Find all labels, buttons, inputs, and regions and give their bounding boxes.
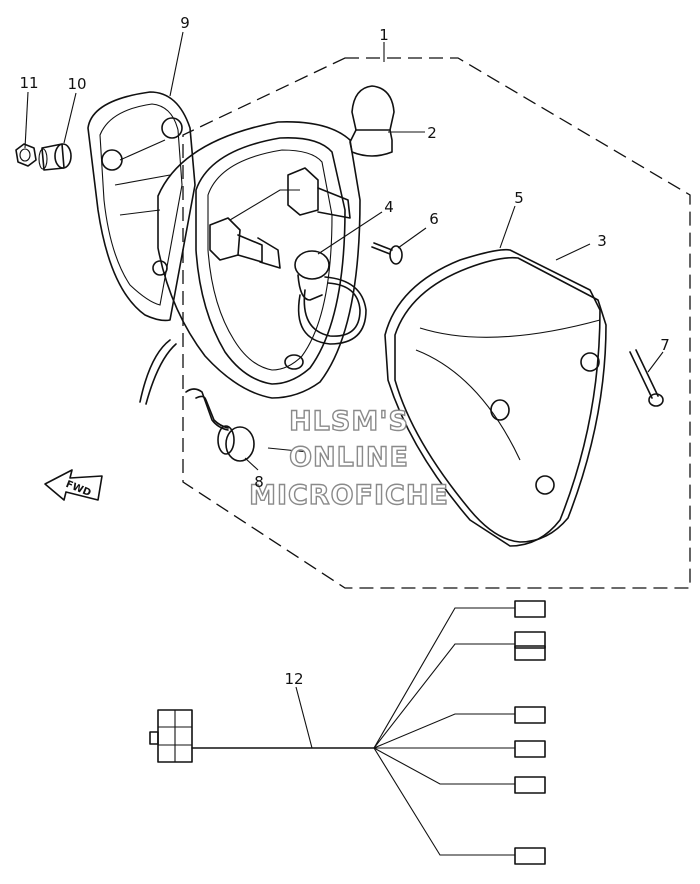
callout-labels: 1 2 3 4 5 6 7 8 9 10 11 12 bbox=[19, 14, 669, 688]
part-11-nut bbox=[15, 143, 37, 167]
part-6-screw bbox=[371, 242, 403, 265]
callout-1: 1 bbox=[379, 26, 389, 44]
watermark-line-2: ONLINE bbox=[289, 442, 409, 473]
callout-4: 4 bbox=[384, 198, 394, 216]
callout-11: 11 bbox=[19, 74, 38, 92]
callout-10: 10 bbox=[67, 75, 86, 93]
direction-label: FWD bbox=[64, 479, 92, 499]
callout-3: 3 bbox=[597, 232, 607, 250]
watermark: HLSM'S ONLINE MICROFICHE bbox=[248, 405, 449, 511]
part-10-collar bbox=[38, 143, 72, 171]
watermark-line-1: HLSM'S bbox=[289, 406, 409, 437]
callout-7: 7 bbox=[660, 336, 670, 354]
forward-arrow-icon: FWD bbox=[44, 469, 103, 501]
callout-9: 9 bbox=[180, 14, 190, 32]
part-2-bulb bbox=[349, 85, 395, 157]
part-5-gasket bbox=[384, 248, 601, 547]
callout-8: 8 bbox=[254, 473, 264, 491]
leader-lines bbox=[24, 31, 664, 749]
part-7-screw bbox=[629, 349, 664, 407]
lamp-housing bbox=[139, 121, 361, 405]
watermark-line-3: MICROFICHE bbox=[249, 480, 449, 511]
assembly-outline bbox=[182, 57, 691, 589]
part-8-grommet bbox=[185, 388, 255, 462]
callout-6: 6 bbox=[429, 210, 439, 228]
callout-2: 2 bbox=[427, 124, 437, 142]
part-3-lens bbox=[394, 256, 607, 543]
part-9-bracket bbox=[87, 91, 196, 322]
part-4-socket bbox=[294, 250, 367, 345]
part-12-wire-harness bbox=[149, 600, 546, 865]
callout-12: 12 bbox=[284, 670, 303, 688]
callout-5: 5 bbox=[514, 189, 524, 207]
